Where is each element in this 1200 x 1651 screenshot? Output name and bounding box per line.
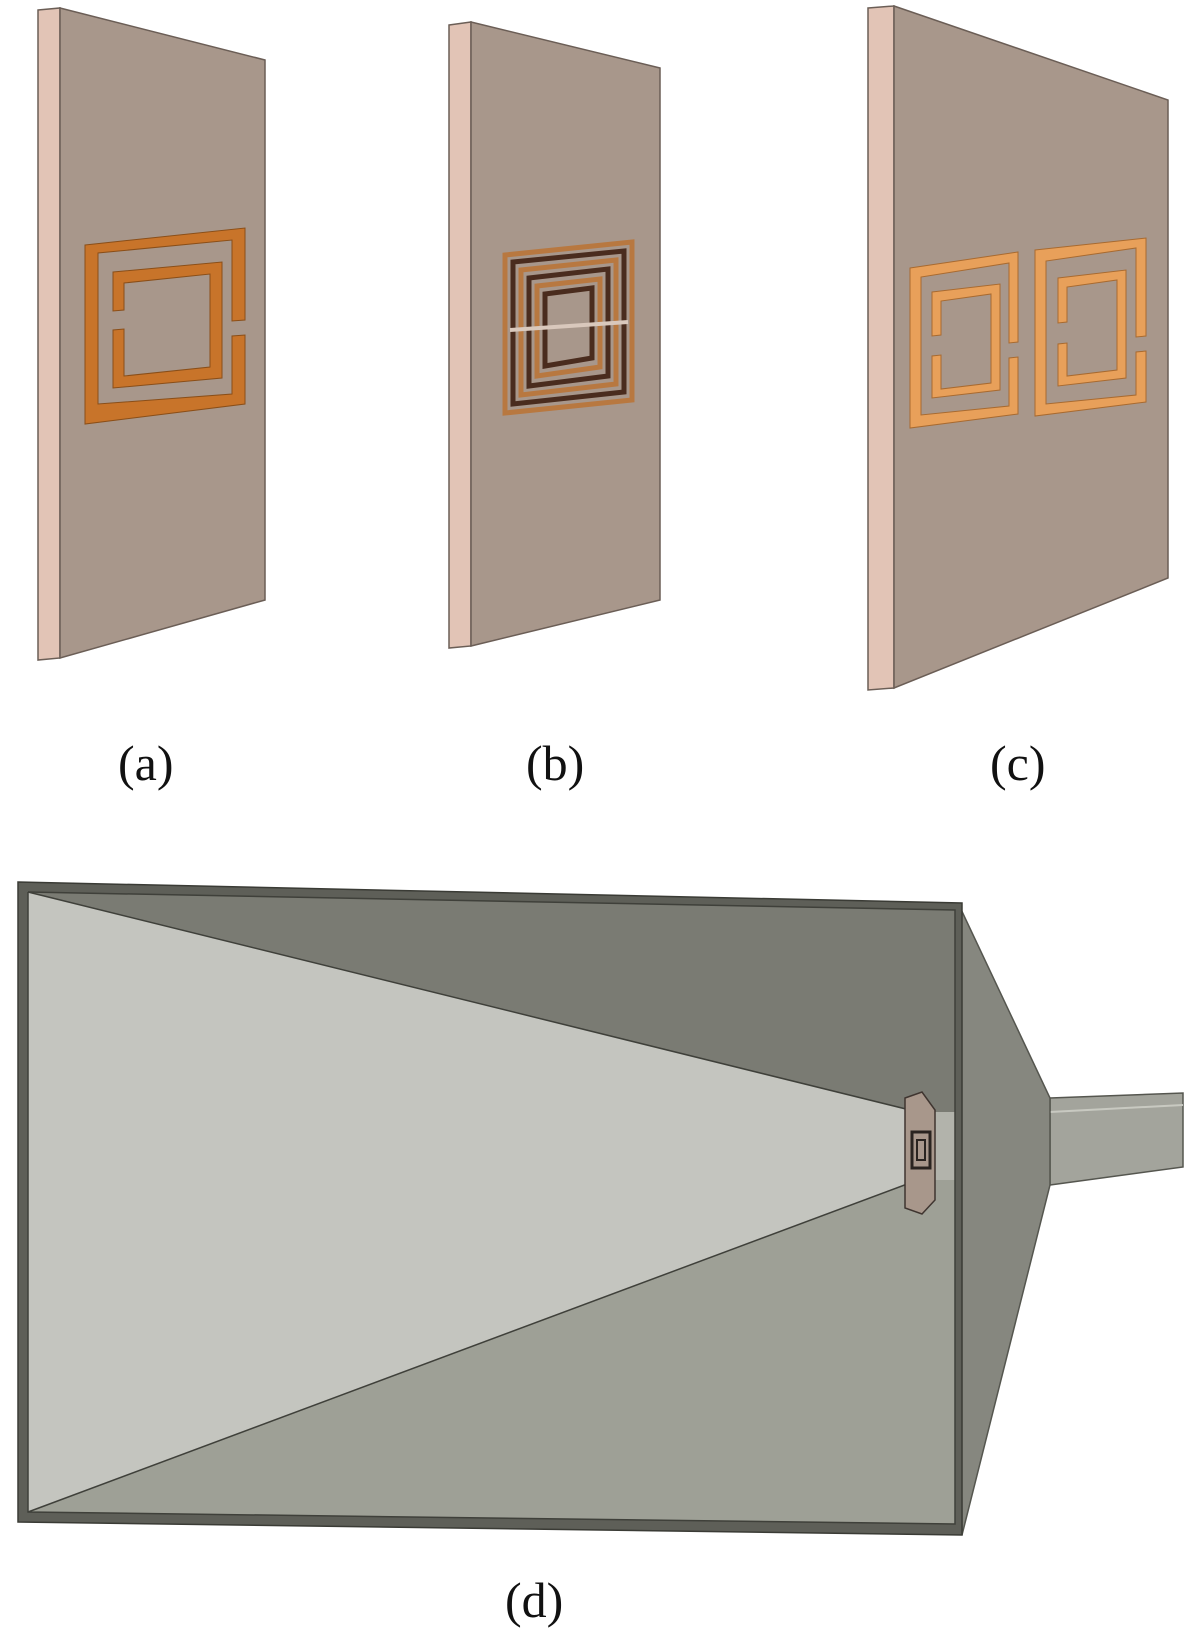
panel-c-left-outer-ring [909, 251, 1019, 429]
caption-b: (b) [526, 735, 585, 791]
panel-d-horn-flare [957, 902, 1051, 1536]
panel-c-right-inner-ring [1057, 269, 1127, 387]
panel-c-right-outer-ring [1034, 237, 1147, 417]
panel-a-srr-unit-cell [37, 7, 266, 661]
panel-a-substrate-face [59, 7, 266, 659]
panel-d-top-wall [28, 892, 955, 1112]
panel-d-bottom-wall [28, 1180, 955, 1524]
panel-b-substrate-face [470, 21, 661, 647]
panel-b-spiral-rings [502, 239, 635, 416]
panel-d-left-wall [28, 892, 918, 1512]
panel-c-left-inner-ring [931, 283, 1001, 399]
panel-d-horn-antenna [17, 881, 1184, 1536]
panel-d-unit-cell [904, 1091, 936, 1215]
panel-c-substrate-edge [867, 5, 895, 691]
panel-d-unit-cell-rings [910, 1130, 932, 1170]
caption-d: (d) [505, 1572, 564, 1628]
panel-a-outer-ring [84, 227, 246, 425]
panel-b-spiral-unit-cell [448, 21, 661, 649]
caption-c: (c) [990, 735, 1046, 791]
panel-a-substrate-edge [37, 7, 61, 661]
caption-a: (a) [118, 735, 174, 791]
panel-a-inner-ring [112, 261, 223, 389]
panel-b-substrate-edge [448, 21, 472, 649]
panel-c-substrate-face [893, 4, 1169, 690]
panel-c-double-srr-unit-cell [867, 4, 1169, 691]
